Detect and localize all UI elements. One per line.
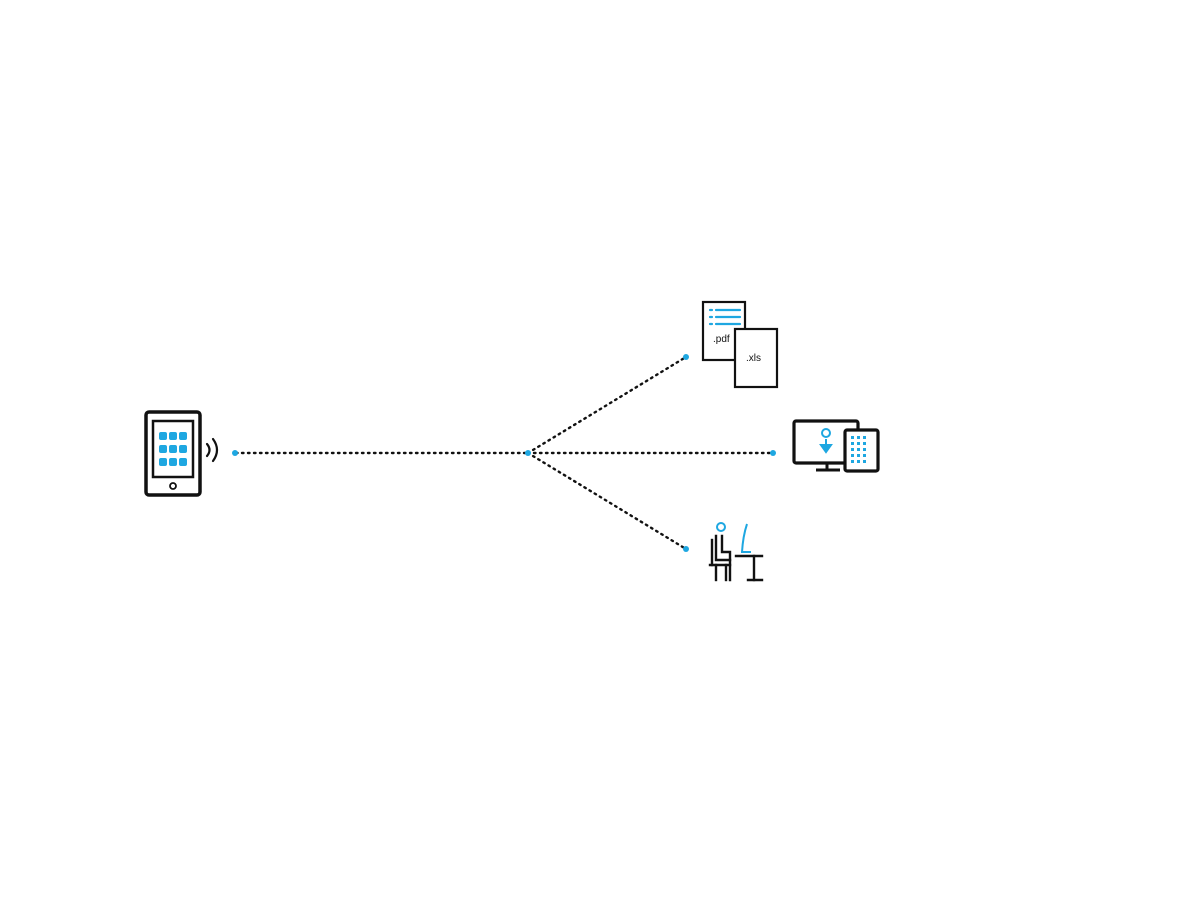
- xls-file-label: .xls: [746, 353, 761, 364]
- connector-hub-to-person: [526, 451, 688, 551]
- connector-hub-to-documents: [526, 355, 688, 455]
- person-at-desk-icon: [708, 522, 764, 582]
- person-dot: [683, 546, 689, 552]
- tablet-app-grid: [159, 432, 187, 466]
- documents-dot: [683, 354, 689, 360]
- xls-document: [733, 327, 779, 389]
- endpoint-dots: [232, 354, 776, 552]
- tablet-with-wireless-icon: [144, 410, 219, 497]
- user-download-icon: [819, 428, 833, 454]
- monitor-and-tablet-icon: [792, 419, 880, 473]
- wireless-waves-icon: [205, 437, 219, 463]
- hub-dot: [525, 450, 531, 456]
- pdf-file-label: .pdf: [713, 334, 730, 345]
- person-head: [716, 522, 726, 532]
- connector-lines: [234, 355, 774, 551]
- device-dot-grid: [851, 436, 866, 463]
- desk-lamp-icon: [741, 523, 748, 553]
- source-dot: [232, 450, 238, 456]
- devices-dot: [770, 450, 776, 456]
- pdf-document-lines: [708, 308, 742, 326]
- documents-icon: .pdf .xls: [701, 300, 779, 389]
